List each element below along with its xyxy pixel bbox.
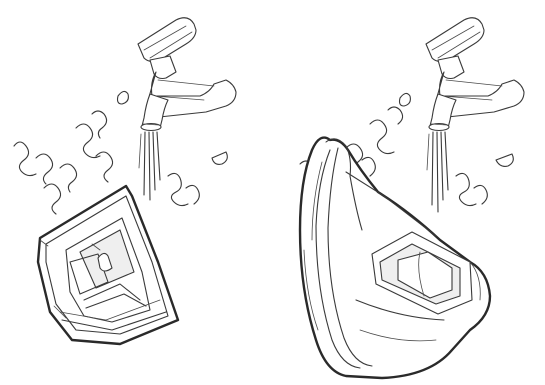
left-water-stream — [139, 132, 160, 200]
left-scene — [14, 18, 236, 344]
left-filter-frame-icon — [38, 186, 178, 344]
left-faucet-icon — [138, 18, 236, 131]
right-faucet-icon — [426, 18, 524, 131]
right-water-stream — [427, 132, 448, 212]
right-scene — [300, 18, 524, 378]
